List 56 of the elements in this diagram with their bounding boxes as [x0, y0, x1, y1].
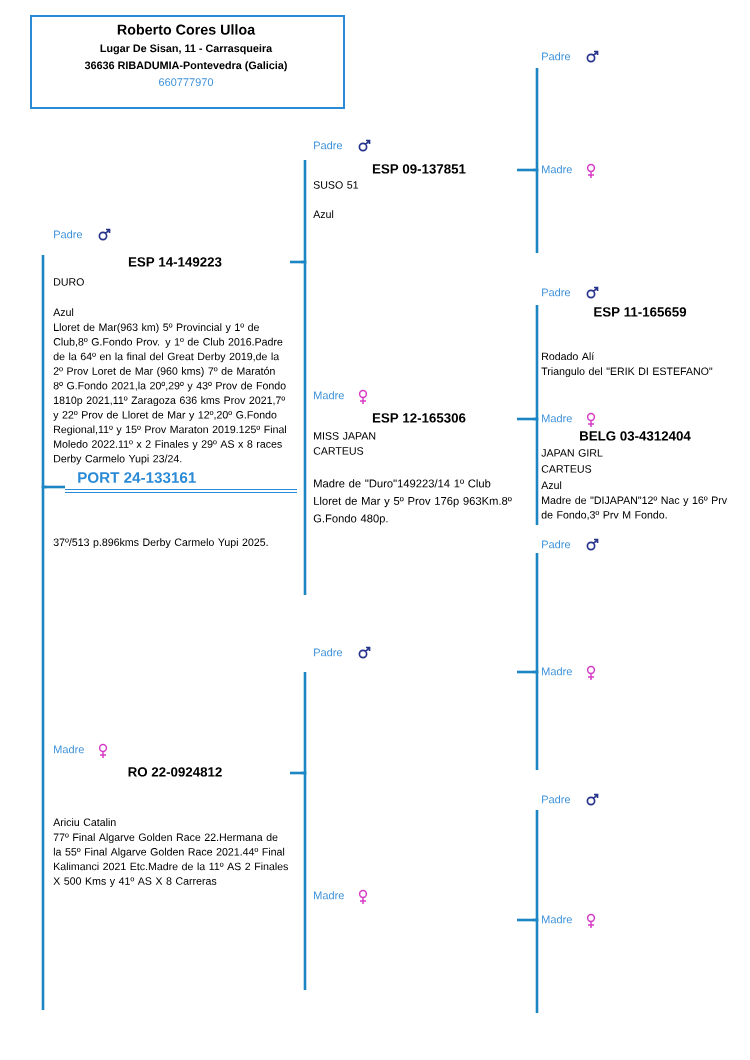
- pedigree-line: [533, 305, 539, 421]
- detail-text: Azul: [53, 308, 74, 316]
- detail-text: Madre de "Duro"149223/14 1º Club Lloret de Mar y 5º Prov 176p 963Km.8º G.Fondo 480p.: [313, 479, 512, 525]
- pedigree-line: [533, 918, 539, 923]
- parent-label: Madre: [542, 667, 572, 676]
- header-name: Roberto Cores Ulloa: [117, 24, 256, 35]
- detail-text: Azul: [313, 210, 334, 218]
- pedigree-line: [301, 771, 307, 897]
- pedigree-line: [533, 670, 539, 675]
- phone-number: 660777970: [159, 78, 214, 86]
- pedigree-line: [533, 553, 539, 674]
- detail-text: Lloret de Mar(963 km) 5º Provincial y 1º de Club,8º G.Fondo Prov. y 1º de Club 2016.Padre de la 64º en la final del Great Derby 2019,de la 2º Prov Loret de Mar (960 kms) 7º de Maratón 8º G.Fondo 2021,la 20º,29º y 43º Prov de Fondo 1810p 2021,11º Zaragoza 636 kms Prov 2021,7º y 22º Prov de Lloret de Mar y 12º,20º G.Fondo Regional,11º y 15º Prov Maraton 2019.125º Final Moledo 2022.11º x 2 Finales y 29º AS x 8 races Derby Carmelo Yupi 23/24.: [53, 323, 286, 465]
- parent-label: Padre: [542, 52, 571, 61]
- parent-label: Padre: [542, 795, 571, 804]
- ring-number: BELG 03-4312404: [580, 431, 691, 441]
- ring-number: ESP 09-137851: [372, 164, 466, 174]
- detail-text: Triangulo del "ERIK DI ESTEFANO": [541, 367, 713, 378]
- pedigree-line: [41, 255, 47, 489]
- detail-text: JAPAN GIRL: [541, 449, 603, 457]
- pedigree-line: [301, 672, 307, 775]
- parent-label: Madre: [542, 915, 572, 924]
- parent-label: Madre: [542, 414, 572, 423]
- parent-label: Madre: [314, 391, 344, 400]
- address-line: Lugar De Sisan, 11 - Carrasqueira: [100, 44, 273, 55]
- ring-number: ESP 12-165306: [372, 413, 466, 423]
- ring-number: PORT 24-133161: [78, 472, 196, 483]
- ring-number: RO 22-0924812: [128, 767, 222, 777]
- detail-text: 77º Final Algarve Golden Race 22.Hermana de la 55º Final Algarve Golden Race 2021.44º Final Kalimanci 2021 Etc.Madre de la 11º AS 2 Finales X 500 Kms y 41º AS X 8 Carreras: [53, 833, 288, 887]
- address-line: 36636 RIBADUMIA-Pontevedra (Galicia): [84, 61, 287, 72]
- pedigree-line: [41, 485, 47, 751]
- ring-number: ESP 14-149223: [128, 257, 222, 267]
- pedigree-line: [301, 260, 307, 397]
- parent-label: Madre: [314, 891, 344, 900]
- pedigree-line: [301, 160, 307, 264]
- pedigree-line: [533, 417, 539, 422]
- detail-text: CARTEUS: [541, 465, 592, 473]
- parent-label: Padre: [542, 540, 571, 549]
- detail-text: Rodado Alí: [542, 352, 595, 361]
- detail-text: Madre de "DIJAPAN"12º Nac y 16º Prv de Fondo,3º Prv M Fondo.: [541, 496, 728, 520]
- parent-label: Padre: [314, 648, 343, 657]
- parent-label: Padre: [542, 288, 571, 297]
- parent-label: Padre: [314, 141, 343, 150]
- parent-label: Madre: [54, 745, 84, 754]
- pedigree-line: [533, 68, 539, 172]
- ring-number: ESP 11-165659: [594, 307, 687, 317]
- pedigree-line: [533, 810, 539, 922]
- detail-text: Azul: [541, 481, 562, 489]
- pedigree-line: [533, 168, 539, 173]
- detail-text: 37º/513 p.896kms Derby Carmelo Yupi 2025.: [53, 538, 268, 549]
- detail-text: DURO: [54, 278, 84, 286]
- detail-text: Ariciu Catalin: [53, 818, 116, 826]
- detail-text: MISS JAPAN: [314, 432, 376, 440]
- parent-label: Padre: [54, 230, 83, 239]
- detail-text: SUSO 51: [313, 181, 359, 189]
- detail-text: CARTEUS: [313, 447, 364, 455]
- parent-label: Madre: [542, 165, 572, 174]
